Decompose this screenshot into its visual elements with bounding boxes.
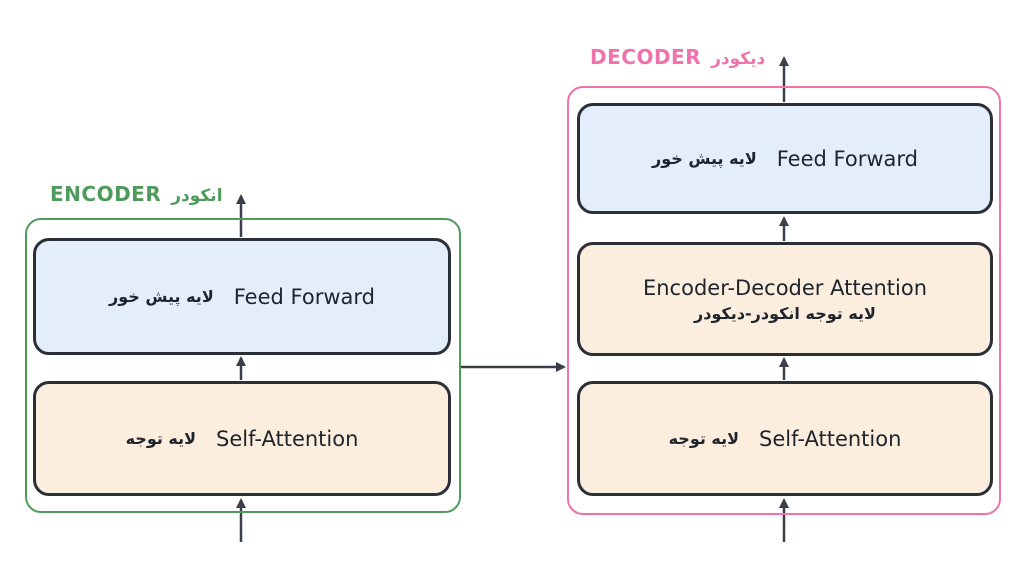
decoder-feed-forward-label-en: Feed Forward: [776, 146, 918, 171]
encoder-self-attention-label-fa: لایه توجه: [125, 429, 197, 448]
encoder-title-en: ENCODER: [50, 182, 162, 206]
decoder-title-fa: دیکودر: [711, 49, 766, 69]
encoder-feed-forward-label-fa: لایه پیش خور: [109, 287, 214, 306]
decoder-eda-label-fa: لایه توجه انکودر-دیکودر: [694, 303, 876, 323]
encoder-self-attention-label-en: Self-Attention: [216, 426, 359, 451]
decoder-self-attention-label-en: Self-Attention: [759, 426, 902, 451]
decoder-title-en: DECODER: [590, 45, 702, 69]
encoder-feed-forward-block: لایه پیش خور Feed Forward: [33, 238, 451, 355]
decoder-feed-forward-block: لایه پیش خور Feed Forward: [577, 103, 993, 214]
encoder-title-fa: انکودر: [171, 186, 223, 206]
decoder-eda-label-en: Encoder-Decoder Attention: [642, 275, 928, 300]
encoder-self-attention-block: لایه توجه Self-Attention: [33, 381, 451, 496]
decoder-frame: [567, 86, 1001, 515]
encoder-title: ENCODER انکودر: [50, 182, 223, 206]
decoder-title: DECODER دیکودر: [590, 45, 765, 69]
decoder-feed-forward-label-fa: لایه پیش خور: [652, 149, 757, 168]
encoder-feed-forward-label-en: Feed Forward: [233, 284, 375, 309]
decoder-self-attention-block: لایه توجه Self-Attention: [577, 381, 993, 496]
decoder-encoder-decoder-attention-block: Encoder-Decoder Attention لایه توجه انکو…: [577, 242, 993, 356]
decoder-self-attention-label-fa: لایه توجه: [668, 429, 740, 448]
encoder-frame: [25, 218, 461, 513]
